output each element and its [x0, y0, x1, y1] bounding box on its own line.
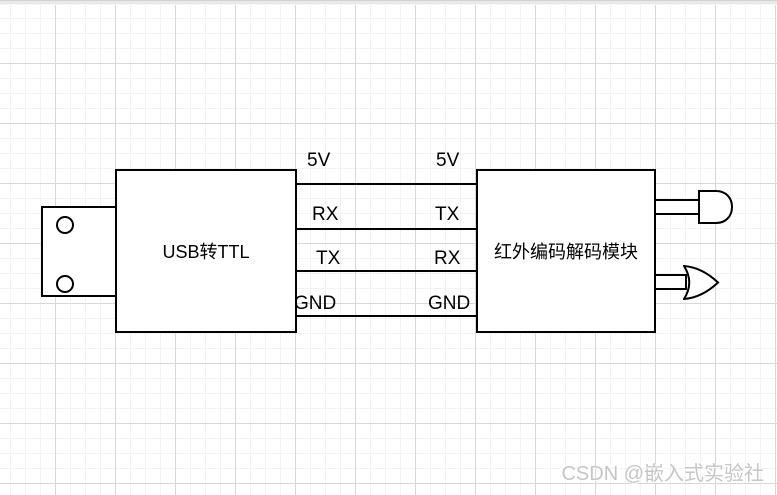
- usb-plug-icon: [41, 206, 118, 297]
- ir-codec-module: 红外编码解码模块: [476, 169, 656, 333]
- wire-label-right-rx: RX: [434, 248, 461, 269]
- wire-gnd: [297, 315, 476, 317]
- usb-ttl-module: USB转TTL: [115, 169, 297, 333]
- wire-label-left-5v: 5V: [307, 150, 331, 171]
- wire-rx-tx: [297, 228, 476, 230]
- wire-5v: [297, 183, 476, 185]
- usb-ttl-module-label: USB转TTL: [162, 242, 250, 262]
- or-gate-icon: [683, 265, 720, 300]
- toolbar-edge: [0, 0, 777, 5]
- wire-label-left-gnd: GND: [294, 293, 337, 314]
- watermark-text: CSDN @嵌入式实验社: [561, 463, 764, 485]
- usb-pin-hole-bottom: [56, 275, 74, 293]
- and-gate-icon: [698, 190, 734, 224]
- wire-tx-rx: [297, 270, 476, 272]
- ir-codec-module-label: 红外编码解码模块: [494, 242, 638, 262]
- wire-label-left-rx: RX: [312, 204, 339, 225]
- bottom-output-lead: [654, 274, 687, 290]
- wire-label-right-tx: TX: [435, 204, 460, 225]
- usb-pin-hole-top: [56, 216, 74, 234]
- wire-label-right-5v: 5V: [436, 150, 460, 171]
- wire-label-left-tx: TX: [316, 248, 341, 269]
- wire-label-right-gnd: GND: [428, 293, 471, 314]
- top-output-lead: [654, 199, 700, 215]
